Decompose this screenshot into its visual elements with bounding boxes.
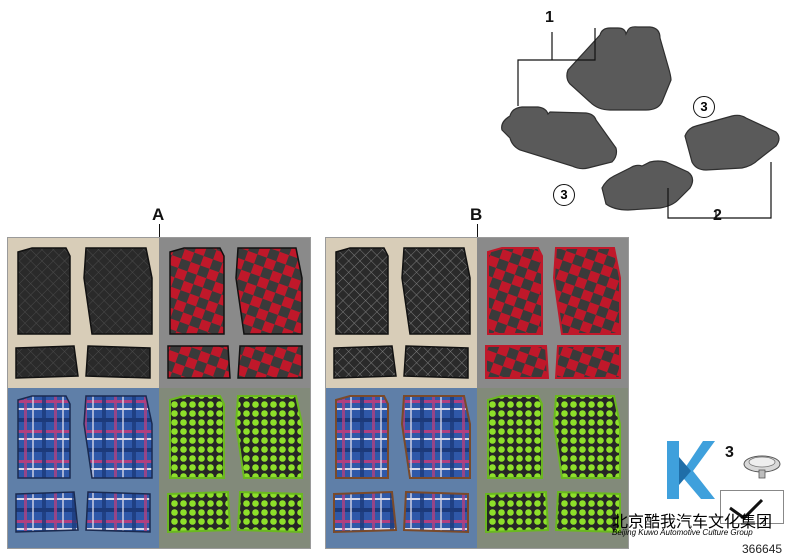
green-dot-mats-b [485,395,621,534]
front-driver-mat [566,26,672,111]
variant-label-b: B [470,205,483,224]
green-dot-mats [167,395,303,534]
variant-a-photo [7,237,311,549]
floor-mat-line-drawing [501,26,780,219]
callout-item-2: 2 [713,207,722,224]
diagram-code: 366645 [742,542,783,556]
front-passenger-mat [501,106,618,170]
red-checkered-mats [167,247,303,379]
callout-item-3-lower: 3 [553,184,575,206]
rear-right-mat [684,114,780,171]
arrow-icon [729,498,764,520]
watermark-english: Beijing Kuwo Automotive Culture Group [612,528,753,537]
callout-item-1: 1 [545,9,554,26]
black-quilted-mats [15,247,153,379]
tartan-mats-b [333,395,471,534]
kuwo-logo-icon [667,441,715,499]
variant-b-photo [325,237,629,549]
clip-part-icon [743,455,781,479]
legend-part-number: 3 [725,444,734,461]
bracket-item-2 [667,162,772,219]
callout-item-3-upper: 3 [693,96,715,118]
rear-left-mat [601,160,694,211]
legend-box-lower [720,490,784,524]
bracket-item-1 [517,28,596,106]
red-checkered-mats-b [485,247,621,379]
variant-b-leader [477,224,478,238]
variant-a-leader [159,224,160,238]
black-quilted-mats-b [333,247,471,379]
variant-label-a: A [152,205,165,224]
watermark-chinese: 北京酷我汽车文化集团 [612,512,773,531]
tartan-mats [15,395,153,533]
